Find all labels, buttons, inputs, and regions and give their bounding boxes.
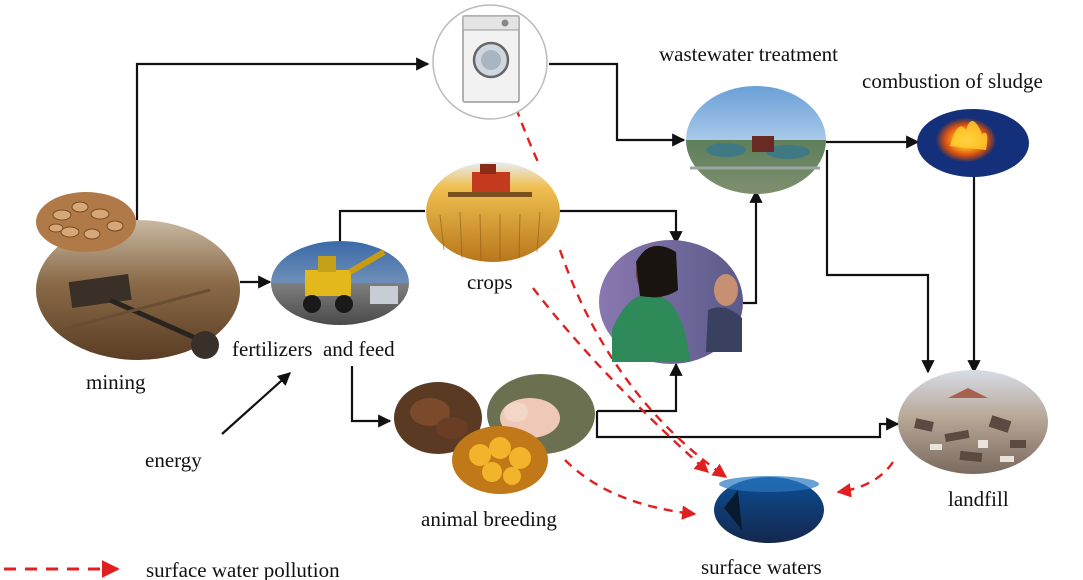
label-energy: energy <box>145 448 202 472</box>
people-photo <box>599 240 743 364</box>
mining-photo <box>36 192 240 360</box>
label-surface-waters: surface waters <box>701 555 822 579</box>
pollution-arrows <box>514 107 894 520</box>
label-fertilizers: fertilizers and feed <box>232 337 395 361</box>
wastewater-plant-photo <box>686 86 826 194</box>
legend-label: surface water pollution <box>146 558 340 580</box>
arrow-fertilizers-to-animals <box>350 366 392 428</box>
arrow-wastewater-to-landfill <box>825 150 935 374</box>
crops-photo <box>426 162 560 262</box>
labels: wastewater treatment combustion of sludg… <box>86 42 1043 579</box>
flow-arrows <box>135 57 981 439</box>
arrow-animals-to-people <box>597 362 683 413</box>
arrow-animals-to-landfill <box>595 411 900 439</box>
arrow-people-to-wastewater <box>743 189 763 305</box>
fertilizer-photo <box>271 241 409 325</box>
label-landfill: landfill <box>948 487 1009 511</box>
pollution-animals-to-surface <box>564 459 697 520</box>
washing-machine-icon <box>432 4 548 120</box>
arrow-washing-to-wastewater <box>549 62 686 147</box>
landfill-photo <box>898 370 1048 474</box>
label-animal-breeding: animal breeding <box>421 507 557 531</box>
pollution-crops-to-surface <box>558 249 728 478</box>
arrow-energy-to-fertilizers <box>221 372 291 435</box>
pollution-washing-to-surface <box>514 107 540 163</box>
label-wastewater: wastewater treatment <box>659 42 838 66</box>
label-combustion: combustion of sludge <box>862 69 1043 93</box>
label-crops: crops <box>467 270 513 294</box>
arrow-mining-to-washing <box>135 57 430 222</box>
label-mining: mining <box>86 370 146 394</box>
sea-photo <box>714 476 824 543</box>
pollution-crops-to-surface-2 <box>532 287 710 473</box>
legend: surface water pollution <box>4 558 340 580</box>
flame-photo <box>917 109 1029 177</box>
animals-photo <box>394 374 595 494</box>
arrow-crops-to-people <box>560 209 683 245</box>
arrow-fertilizers-to-crops <box>338 209 425 248</box>
pollution-landfill-to-surface <box>836 461 894 498</box>
